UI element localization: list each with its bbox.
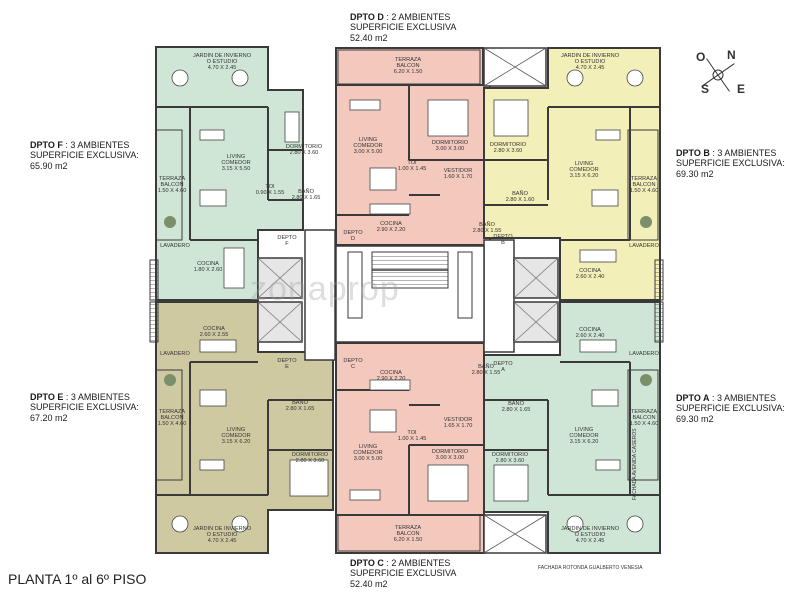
furniture: [171, 69, 644, 533]
plan-title: PLANTA 1º al 6º PISO: [8, 571, 147, 587]
unit-label-f: DPTO F : 3 AMBIENTES SUPERFICIE EXCLUSIV…: [30, 140, 139, 171]
room-label: LAVADERO: [629, 350, 659, 357]
room-label: LAVADERO: [160, 242, 190, 249]
unit-label-d: DPTO D : 2 AMBIENTES SUPERFICIE EXCLUSIV…: [350, 12, 457, 43]
compass-o: O: [696, 50, 706, 64]
watermark: zonaprop: [250, 270, 400, 308]
side-railings: [149, 259, 664, 343]
terraces: [155, 49, 659, 552]
plant-icons: [164, 216, 652, 386]
unit-label-a: DPTO A : 3 AMBIENTES SUPERFICIE EXCLUSIV…: [676, 393, 785, 424]
compass-n: N: [727, 48, 736, 62]
interior-walls: [156, 84, 660, 516]
unit-label-e: DPTO E : 3 AMBIENTES SUPERFICIE EXCLUSIV…: [30, 392, 139, 423]
unit-label-b: DPTO B : 3 AMBIENTES SUPERFICIE EXCLUSIV…: [676, 148, 785, 179]
compass-icon: [701, 58, 735, 92]
building-core: [257, 229, 559, 361]
facade-right-label: FACHADA AVENIDA CASEROS: [632, 428, 638, 500]
room-label: LAVADERO: [160, 350, 190, 357]
compass-s: S: [701, 82, 710, 96]
facade-bottom-label: FACHADA ROTONDA GUALBERTO VENESIA: [538, 565, 643, 571]
compass-e: E: [737, 82, 746, 96]
unit-area-f: [155, 46, 304, 301]
unit-label-c: DPTO C : 2 AMBIENTES SUPERFICIE EXCLUSIV…: [350, 558, 457, 589]
light-wells: [483, 47, 547, 554]
room-label: LAVADERO: [629, 242, 659, 249]
